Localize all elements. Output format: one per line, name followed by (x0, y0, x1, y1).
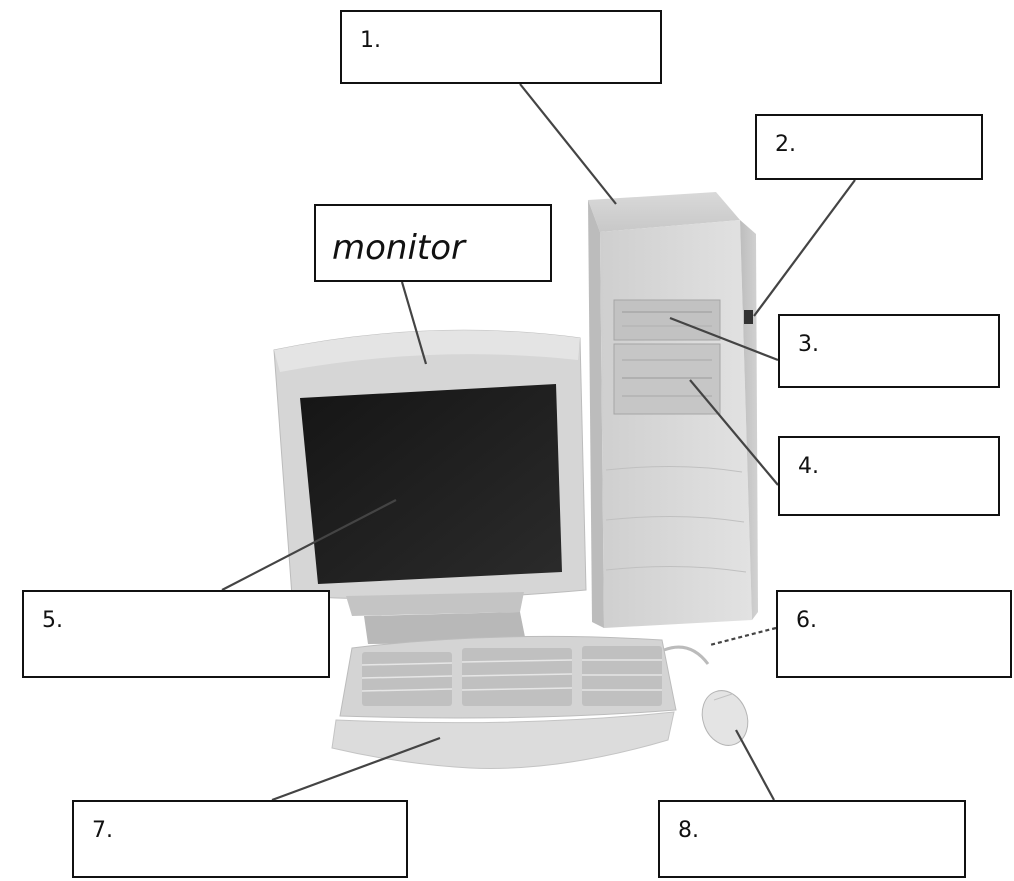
arrow-5 (221, 499, 397, 591)
arrow-3 (669, 316, 779, 362)
arrow-7 (271, 736, 441, 802)
crt-monitor-icon (273, 329, 587, 644)
label-6-text: 6. (796, 608, 817, 633)
arrow-monitor (400, 281, 428, 365)
label-1-text: 1. (360, 28, 381, 53)
label-4-text: 4. (798, 454, 819, 479)
label-7-text: 7. (92, 818, 113, 843)
keyboard-icon (331, 635, 710, 769)
label-box-8[interactable]: 8. (658, 800, 966, 878)
computer-tower-icon (588, 192, 758, 628)
mouse-icon (701, 690, 749, 746)
power-button (744, 310, 753, 324)
drive-bay-floppy (613, 343, 721, 415)
arrow-1 (519, 83, 617, 205)
arrow-6 (709, 626, 777, 647)
label-box-2[interactable]: 2. (755, 114, 983, 180)
label-box-1[interactable]: 1. (340, 10, 662, 84)
label-5-text: 5. (42, 608, 63, 633)
label-box-monitor[interactable]: monitor (314, 204, 552, 282)
label-box-5[interactable]: 5. (22, 590, 330, 678)
pointer-arrows (221, 83, 856, 802)
label-8-text: 8. (678, 818, 699, 843)
arrow-2 (753, 179, 856, 317)
arrow-4 (689, 379, 779, 486)
label-box-3[interactable]: 3. (778, 314, 1000, 388)
label-box-6[interactable]: 6. (776, 590, 1012, 678)
drive-bay-cd (613, 299, 721, 341)
label-2-text: 2. (775, 132, 796, 157)
label-box-4[interactable]: 4. (778, 436, 1000, 516)
label-box-7[interactable]: 7. (72, 800, 408, 878)
label-monitor-text: monitor (332, 228, 466, 268)
arrow-8 (735, 729, 775, 801)
label-3-text: 3. (798, 332, 819, 357)
